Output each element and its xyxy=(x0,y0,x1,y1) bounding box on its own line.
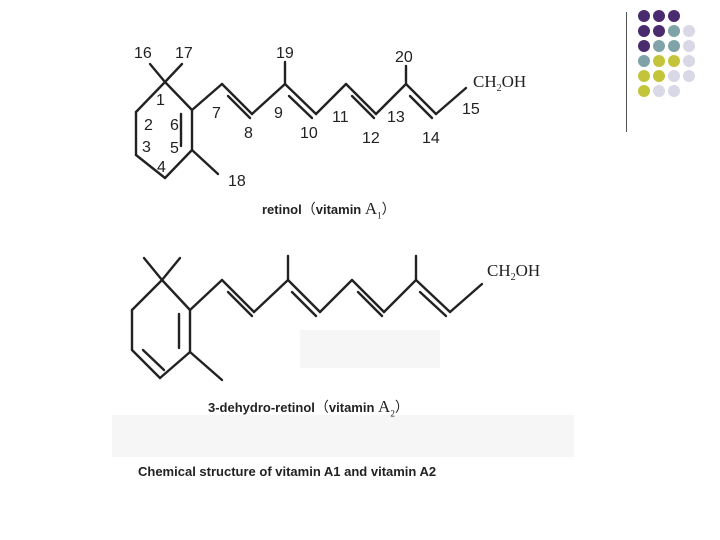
footer-caption: Chemical structure of vitamin A1 and vit… xyxy=(138,464,437,479)
end-group-formula: CH2OH xyxy=(473,72,526,94)
decorative-dot xyxy=(668,40,680,52)
background-block xyxy=(112,415,574,457)
atom-number: 6 xyxy=(170,117,179,134)
paren-open: （ xyxy=(301,201,316,217)
atom-number: 18 xyxy=(228,173,246,190)
atom-number: 1 xyxy=(156,92,165,109)
atom-number: 13 xyxy=(387,109,405,126)
atom-number: 9 xyxy=(274,105,283,122)
decorative-dot xyxy=(653,40,665,52)
decorative-dot xyxy=(653,85,665,97)
decorative-dot xyxy=(638,70,650,82)
dehydro-retinol-caption: 3-dehydro-retinol（vitamin A2） xyxy=(208,397,409,418)
atom-number: 5 xyxy=(170,140,179,157)
atom-number: 4 xyxy=(157,159,166,176)
decorative-dot xyxy=(638,25,650,37)
compound-name: retinol xyxy=(262,202,302,217)
decorative-dot xyxy=(638,40,650,52)
decorative-dot xyxy=(668,55,680,67)
atom-number: 14 xyxy=(422,130,440,147)
decorative-dot xyxy=(638,10,650,22)
decorative-dot xyxy=(653,25,665,37)
decorative-dot xyxy=(683,70,695,82)
decorative-dot xyxy=(653,55,665,67)
decorative-dot xyxy=(668,70,680,82)
atom-number: 15 xyxy=(462,101,480,118)
atom-number: 17 xyxy=(175,45,193,62)
atom-number: 3 xyxy=(142,139,151,156)
end-group-formula: CH2OH xyxy=(487,261,540,283)
decorative-dot xyxy=(638,85,650,97)
decorative-dot xyxy=(638,55,650,67)
decorative-dot xyxy=(653,70,665,82)
decorative-dot xyxy=(683,25,695,37)
decorative-divider-line xyxy=(626,12,627,132)
atom-number: 12 xyxy=(362,130,380,147)
atom-number: 16 xyxy=(134,45,152,62)
vitamin-letter: A2 xyxy=(378,397,395,419)
dehydro-retinol-structure xyxy=(130,254,484,382)
decorative-dot xyxy=(653,10,665,22)
retinol-caption: retinol（vitamin A1） xyxy=(262,199,396,220)
decorative-dot xyxy=(668,85,680,97)
decorative-dot xyxy=(683,55,695,67)
atom-number: 2 xyxy=(144,117,153,134)
atom-number: 20 xyxy=(395,49,413,66)
atom-number: 8 xyxy=(244,125,253,142)
atom-number: 7 xyxy=(212,105,221,122)
vitamin-label: vitamin xyxy=(328,400,375,415)
atom-number: 11 xyxy=(332,109,349,126)
decorative-dot xyxy=(668,10,680,22)
vitamin-label: vitamin xyxy=(315,202,362,217)
background-block xyxy=(300,330,440,368)
compound-name: 3-dehydro-retinol xyxy=(208,400,315,415)
paren-open: （ xyxy=(314,399,329,415)
decorative-dot xyxy=(683,40,695,52)
vitamin-letter: A1 xyxy=(364,199,382,221)
decorative-dot xyxy=(668,25,680,37)
atom-number: 10 xyxy=(300,125,318,142)
retinol-structure xyxy=(134,60,468,180)
atom-numbering: 16 17 1 2 3 4 5 6 7 8 19 9 10 11 12 20 1… xyxy=(134,45,480,190)
atom-number: 19 xyxy=(276,45,294,62)
paren-close: ） xyxy=(381,201,396,217)
paren-close: ） xyxy=(394,399,409,415)
